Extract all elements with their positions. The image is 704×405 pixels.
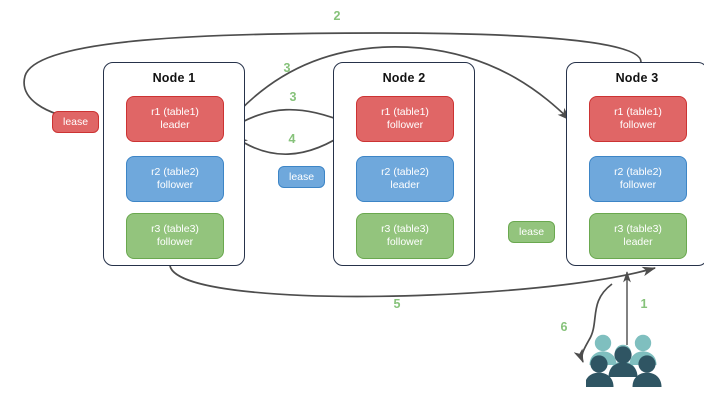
replica-line1: r1 (table1) [151, 106, 199, 118]
replica-line2: leader [623, 236, 653, 248]
replica-line1: r1 (table1) [614, 106, 662, 118]
replica-r3[interactable]: r3 (table3) follower [356, 213, 454, 259]
arrow-step-5 [169, 265, 656, 298]
replica-r1[interactable]: r1 (table1) leader [126, 96, 224, 142]
node-card-3[interactable]: Node 3 r1 (table1) follower r2 (table2) … [566, 62, 704, 266]
replica-line2: leader [160, 119, 190, 131]
replica-line1: r3 (table3) [381, 223, 429, 235]
replica-line1: r2 (table2) [151, 166, 199, 178]
step-label-1: 1 [640, 297, 648, 311]
replica-line1: r3 (table3) [614, 223, 662, 235]
step-label-4: 4 [288, 132, 296, 146]
lease-badge-table1[interactable]: lease [52, 111, 100, 133]
replica-line2: follower [386, 119, 424, 131]
replica-line2: follower [619, 119, 657, 131]
replica-line2: follower [619, 179, 657, 191]
replica-line2: follower [386, 236, 424, 248]
replica-line1: r2 (table2) [381, 166, 429, 178]
replica-r1[interactable]: r1 (table1) follower [356, 96, 454, 142]
node-card-2[interactable]: Node 2 r1 (table1) follower r2 (table2) … [333, 62, 475, 266]
replica-line2: follower [156, 236, 194, 248]
lease-badge-table2[interactable]: lease [278, 166, 326, 188]
replica-r2[interactable]: r2 (table2) follower [126, 156, 224, 202]
lease-badge-table3[interactable]: lease [508, 221, 556, 243]
node-card-1[interactable]: Node 1 r1 (table1) leader r2 (table2) fo… [103, 62, 245, 266]
replica-line1: r1 (table1) [381, 106, 429, 118]
step-label-5: 5 [393, 297, 401, 311]
replica-r3[interactable]: r3 (table3) leader [589, 213, 687, 259]
step-label-2: 2 [333, 9, 341, 23]
replica-line2: follower [156, 179, 194, 191]
replica-r2[interactable]: r2 (table2) follower [589, 156, 687, 202]
step-label-6: 6 [560, 320, 568, 334]
replica-line1: r2 (table2) [614, 166, 662, 178]
node-title: Node 3 [615, 71, 659, 85]
node-title: Node 2 [382, 71, 426, 85]
replica-r2[interactable]: r2 (table2) leader [356, 156, 454, 202]
users-group-icon [584, 331, 664, 393]
replica-r3[interactable]: r3 (table3) follower [126, 213, 224, 259]
replica-line1: r3 (table3) [151, 223, 199, 235]
node-title: Node 1 [152, 71, 196, 85]
step-label-3-lower: 3 [289, 90, 297, 104]
arrow-step-3-to-node2 [227, 108, 351, 131]
step-label-3-upper: 3 [283, 61, 291, 75]
replica-line2: leader [390, 179, 420, 191]
replica-r1[interactable]: r1 (table1) follower [589, 96, 687, 142]
